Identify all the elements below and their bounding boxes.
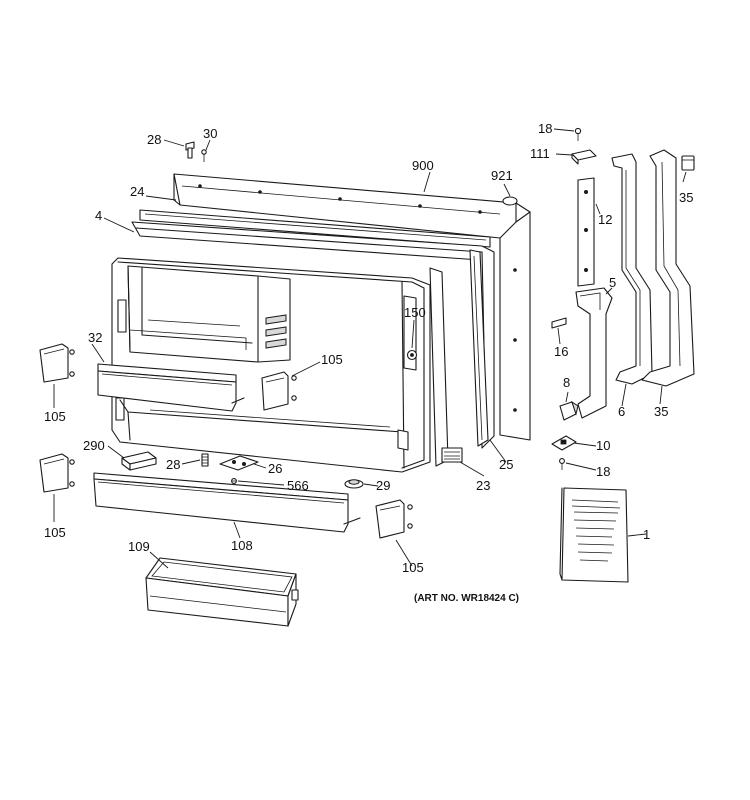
callout-105-inner: 105 [321,352,343,367]
cap-35-part [681,155,695,171]
callout-26: 26 [268,461,282,476]
gasket-strip-part [139,209,491,248]
callout-150: 150 [404,305,426,320]
screw-566-part [231,478,237,484]
gasket-25-part [469,249,489,447]
callout-28-upper: 28 [147,132,161,147]
callout-105-left-lower: 105 [44,525,66,540]
callout-30: 30 [203,126,217,141]
screw-28-upper-part [185,141,195,159]
shelf-bar-32-part [97,363,245,412]
foot-29-part [344,479,364,489]
callout-35-upper: 35 [679,190,693,205]
gasket-23-part [429,267,463,467]
callout-108: 108 [231,538,253,553]
hinge-pin-10-part [551,435,577,451]
callout-5: 5 [609,275,616,290]
shelf-bar-108-part [93,472,361,533]
callout-29: 29 [376,478,390,493]
callout-28-lower: 28 [166,457,180,472]
clip-111-part [571,149,597,165]
callout-1: 1 [643,527,650,542]
bracket-105-lower-right-part [375,499,413,539]
bracket-105-left-upper-part [39,343,75,383]
callout-566: 566 [287,478,309,493]
callout-290: 290 [83,438,105,453]
cabinet-shell-part [173,173,531,441]
callout-4: 4 [95,208,102,223]
callout-109: 109 [128,539,150,554]
callout-105-lower-right: 105 [402,560,424,575]
callout-6: 6 [618,404,625,419]
callout-23: 23 [476,478,490,493]
screw-28-lower-part [201,453,209,467]
callout-18-lower: 18 [596,464,610,479]
bracket-105-left-lower-part [39,453,75,493]
leader-lines [53,128,687,569]
screw-18-upper-part [574,127,582,141]
stop-8-part [559,400,579,421]
callout-900: 900 [412,158,434,173]
callout-16: 16 [554,344,568,359]
handle-6-part [611,153,653,385]
callout-105-left-upper: 105 [44,409,66,424]
screw-18-lower-part [559,458,565,470]
bin-109-part [145,557,299,627]
callout-35-lower: 35 [654,404,668,419]
handle-35-part [641,149,695,387]
manual-booklet-1-part [559,487,629,583]
callout-921: 921 [491,168,513,183]
callout-24: 24 [130,184,144,199]
block-290-part [121,451,157,471]
callout-111: 111 [530,146,550,161]
door-liner-part [111,257,431,473]
screw-30-part [201,149,207,162]
callout-10: 10 [596,438,610,453]
plate-26-part [219,455,259,471]
callout-12: 12 [598,212,612,227]
hinge-plate-12-part [577,177,595,287]
callout-labels: 28 30 900 921 18 111 12 35 24 4 150 5 16… [44,121,693,575]
screw-16-part [551,317,567,329]
callout-25: 25 [499,457,513,472]
bracket-105-inner-part [261,371,297,411]
callout-18-upper: 18 [538,121,552,136]
art-number-label: (ART NO. WR18424 C) [414,593,519,604]
callout-32: 32 [88,330,102,345]
callout-8: 8 [563,375,570,390]
hinge-bracket-5-part [575,287,613,419]
